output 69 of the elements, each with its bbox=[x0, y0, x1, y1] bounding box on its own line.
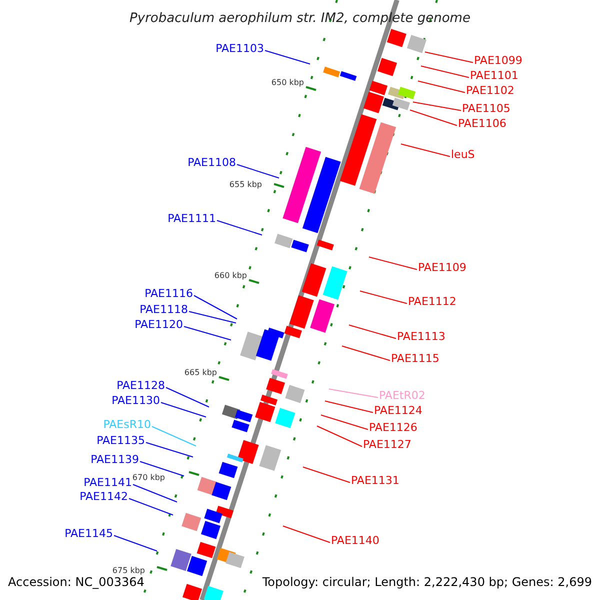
leader-line bbox=[140, 461, 184, 476]
gene-label: PAE1106 bbox=[458, 118, 506, 129]
gene-label: PAE1135 bbox=[96, 435, 145, 446]
genome-info-text: Topology: circular; Length: 2,222,430 bp; Genes: 2,699 bbox=[262, 576, 592, 588]
gene-label: PAE1108 bbox=[188, 157, 236, 168]
gene-label: PAE1145 bbox=[64, 528, 113, 539]
gene-label: PAE1112 bbox=[408, 296, 456, 307]
accession-text: Accession: NC_003364 bbox=[8, 576, 144, 588]
gene-label: PAE1103 bbox=[216, 43, 264, 54]
leader-line bbox=[424, 52, 474, 63]
leader-line bbox=[324, 400, 374, 413]
gene-label: PAE1102 bbox=[466, 85, 514, 96]
leader-line bbox=[282, 526, 330, 543]
gene-label: PAE1113 bbox=[397, 331, 446, 342]
gene-label: PAE1141 bbox=[84, 477, 132, 488]
leader-line bbox=[184, 326, 232, 340]
leader-line bbox=[160, 402, 206, 418]
leader-line bbox=[128, 498, 174, 516]
gene-label: PAE1109 bbox=[418, 262, 466, 273]
leader-line bbox=[412, 102, 462, 111]
leader-line bbox=[152, 426, 196, 446]
gene-label: PAE1139 bbox=[90, 454, 139, 465]
leader-line bbox=[368, 256, 418, 270]
gene-label: PAE1101 bbox=[470, 70, 518, 81]
leader-line bbox=[146, 442, 194, 458]
gene-label: PAEsR10 bbox=[103, 419, 151, 430]
leader-line bbox=[264, 50, 310, 64]
leader-line bbox=[328, 388, 378, 398]
leader-line bbox=[360, 290, 408, 304]
gene-label: PAE1128 bbox=[116, 380, 165, 391]
gene-label: PAE1142 bbox=[80, 491, 128, 502]
scale-label: 675 kbp bbox=[112, 567, 145, 575]
scale-label: 655 kbp bbox=[229, 181, 262, 189]
gene-label: PAE1127 bbox=[363, 439, 412, 450]
scale-label: 665 kbp bbox=[184, 369, 217, 377]
leader-line bbox=[194, 295, 238, 320]
leader-line bbox=[316, 426, 362, 447]
gene-label: PAE1124 bbox=[374, 405, 422, 416]
leader-line bbox=[400, 144, 450, 157]
leader-line bbox=[216, 220, 262, 236]
gene-label: PAE1118 bbox=[140, 304, 188, 315]
gene-label: PAE1120 bbox=[134, 319, 183, 330]
leader-line bbox=[410, 110, 458, 126]
gene-label: PAE1131 bbox=[351, 475, 400, 486]
gene-label: PAE1116 bbox=[144, 288, 193, 299]
title: Pyrobaculum aerophilum str. IM2, complete genome bbox=[128, 12, 472, 25]
leader-line bbox=[302, 466, 350, 483]
leader-line bbox=[132, 484, 178, 502]
scale-label: 650 kbp bbox=[271, 79, 304, 87]
gene-label: PAE1099 bbox=[474, 55, 522, 66]
scale-label: 670 kbp bbox=[132, 474, 165, 482]
leader-line bbox=[342, 346, 390, 361]
leader-line bbox=[348, 324, 396, 339]
gene-label: PAE1130 bbox=[112, 395, 160, 406]
leader-line bbox=[420, 66, 470, 78]
leader-line bbox=[114, 535, 158, 552]
gene-label: PAE1140 bbox=[331, 535, 380, 546]
gene-label: PAE1111 bbox=[168, 213, 216, 224]
leader-line bbox=[188, 311, 236, 324]
leader-line bbox=[320, 414, 368, 430]
gene-label: PAE1126 bbox=[369, 422, 418, 433]
gene-label: PAE1115 bbox=[391, 353, 440, 364]
scale-label: 660 kbp bbox=[214, 272, 247, 280]
gene-label: leuS bbox=[451, 149, 475, 160]
leader-line bbox=[418, 80, 466, 93]
gene-label: PAEtR02 bbox=[379, 390, 426, 401]
leader-line bbox=[166, 387, 210, 408]
leader-line bbox=[236, 164, 280, 178]
gene-label: PAE1105 bbox=[462, 103, 510, 114]
